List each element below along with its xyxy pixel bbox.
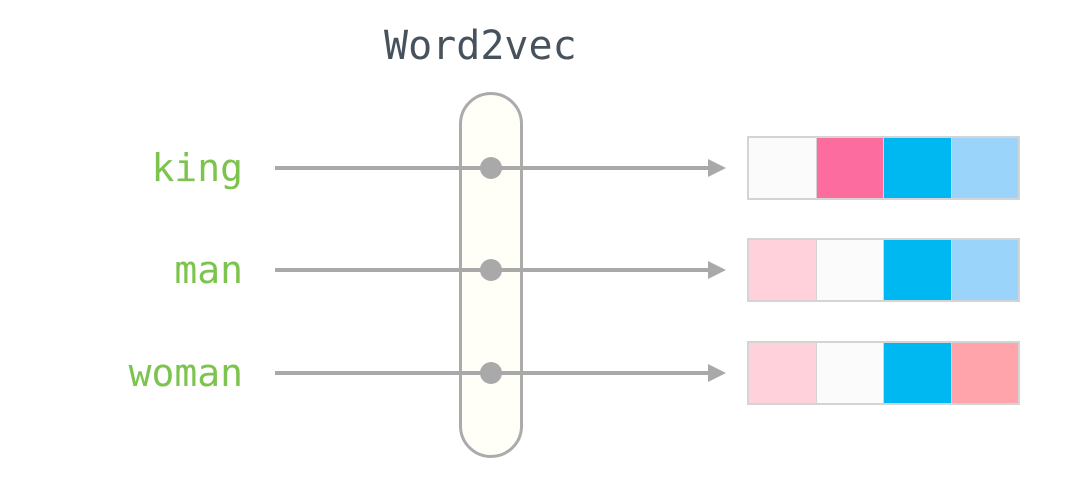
word-label-woman: woman xyxy=(128,351,243,395)
arrow-head-icon xyxy=(708,159,726,177)
word-label-king: king xyxy=(151,146,243,190)
vector-cell xyxy=(884,138,952,198)
arrow-head-icon xyxy=(708,364,726,382)
word2vec-model-capsule xyxy=(459,92,523,458)
embedding-vector-man xyxy=(747,238,1020,302)
vector-cell xyxy=(749,240,817,300)
embedding-vector-king xyxy=(747,136,1020,200)
vector-cell xyxy=(951,138,1018,198)
vector-cell xyxy=(749,138,817,198)
vector-cell xyxy=(816,240,884,300)
word-label-man: man xyxy=(174,248,243,292)
vector-cell xyxy=(749,343,817,403)
vector-cell xyxy=(816,138,884,198)
vector-cell xyxy=(884,240,952,300)
vector-cell xyxy=(951,343,1018,403)
vector-cell xyxy=(884,343,952,403)
vector-cell xyxy=(816,343,884,403)
arrow-head-icon xyxy=(708,261,726,279)
embedding-vector-woman xyxy=(747,341,1020,405)
diagram-title: Word2vec xyxy=(384,23,577,69)
vector-cell xyxy=(951,240,1018,300)
